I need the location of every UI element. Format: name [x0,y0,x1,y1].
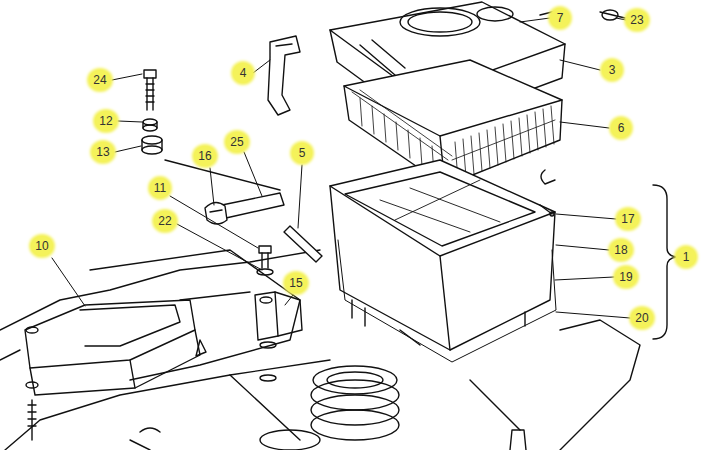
callout-number: 5 [292,143,312,163]
rod [284,226,322,262]
callout-number: 4 [233,63,253,83]
callout-number: 17 [617,209,638,229]
callout-number: 18 [610,240,631,260]
callout-number: 10 [31,236,52,256]
callout-number: 19 [615,267,636,287]
callout-number: 20 [631,308,652,328]
resonator-box [25,300,200,440]
callout-number: 15 [285,273,306,293]
hose-and-clip [205,193,284,224]
bolt-and-washers [142,70,280,190]
callout-number: 24 [89,70,110,90]
air-cleaner-housing [330,160,556,362]
callout-number: 7 [550,8,570,28]
leader-lines [52,18,630,318]
group-bracket [653,185,677,339]
callout-number: 16 [194,146,215,166]
callout-number: 12 [95,111,116,131]
intake-manifold [0,250,640,450]
callout-number: 25 [226,132,247,152]
callout-number: 11 [150,178,170,198]
callout-number: 3 [602,60,622,80]
callout-number: 23 [626,10,647,30]
callout-number: 13 [92,142,113,162]
callout-number: 6 [611,118,631,138]
mount-bracket [196,246,302,381]
breather-hose [268,36,300,115]
callout-number: 1 [676,247,696,267]
callout-number: 22 [154,211,175,231]
